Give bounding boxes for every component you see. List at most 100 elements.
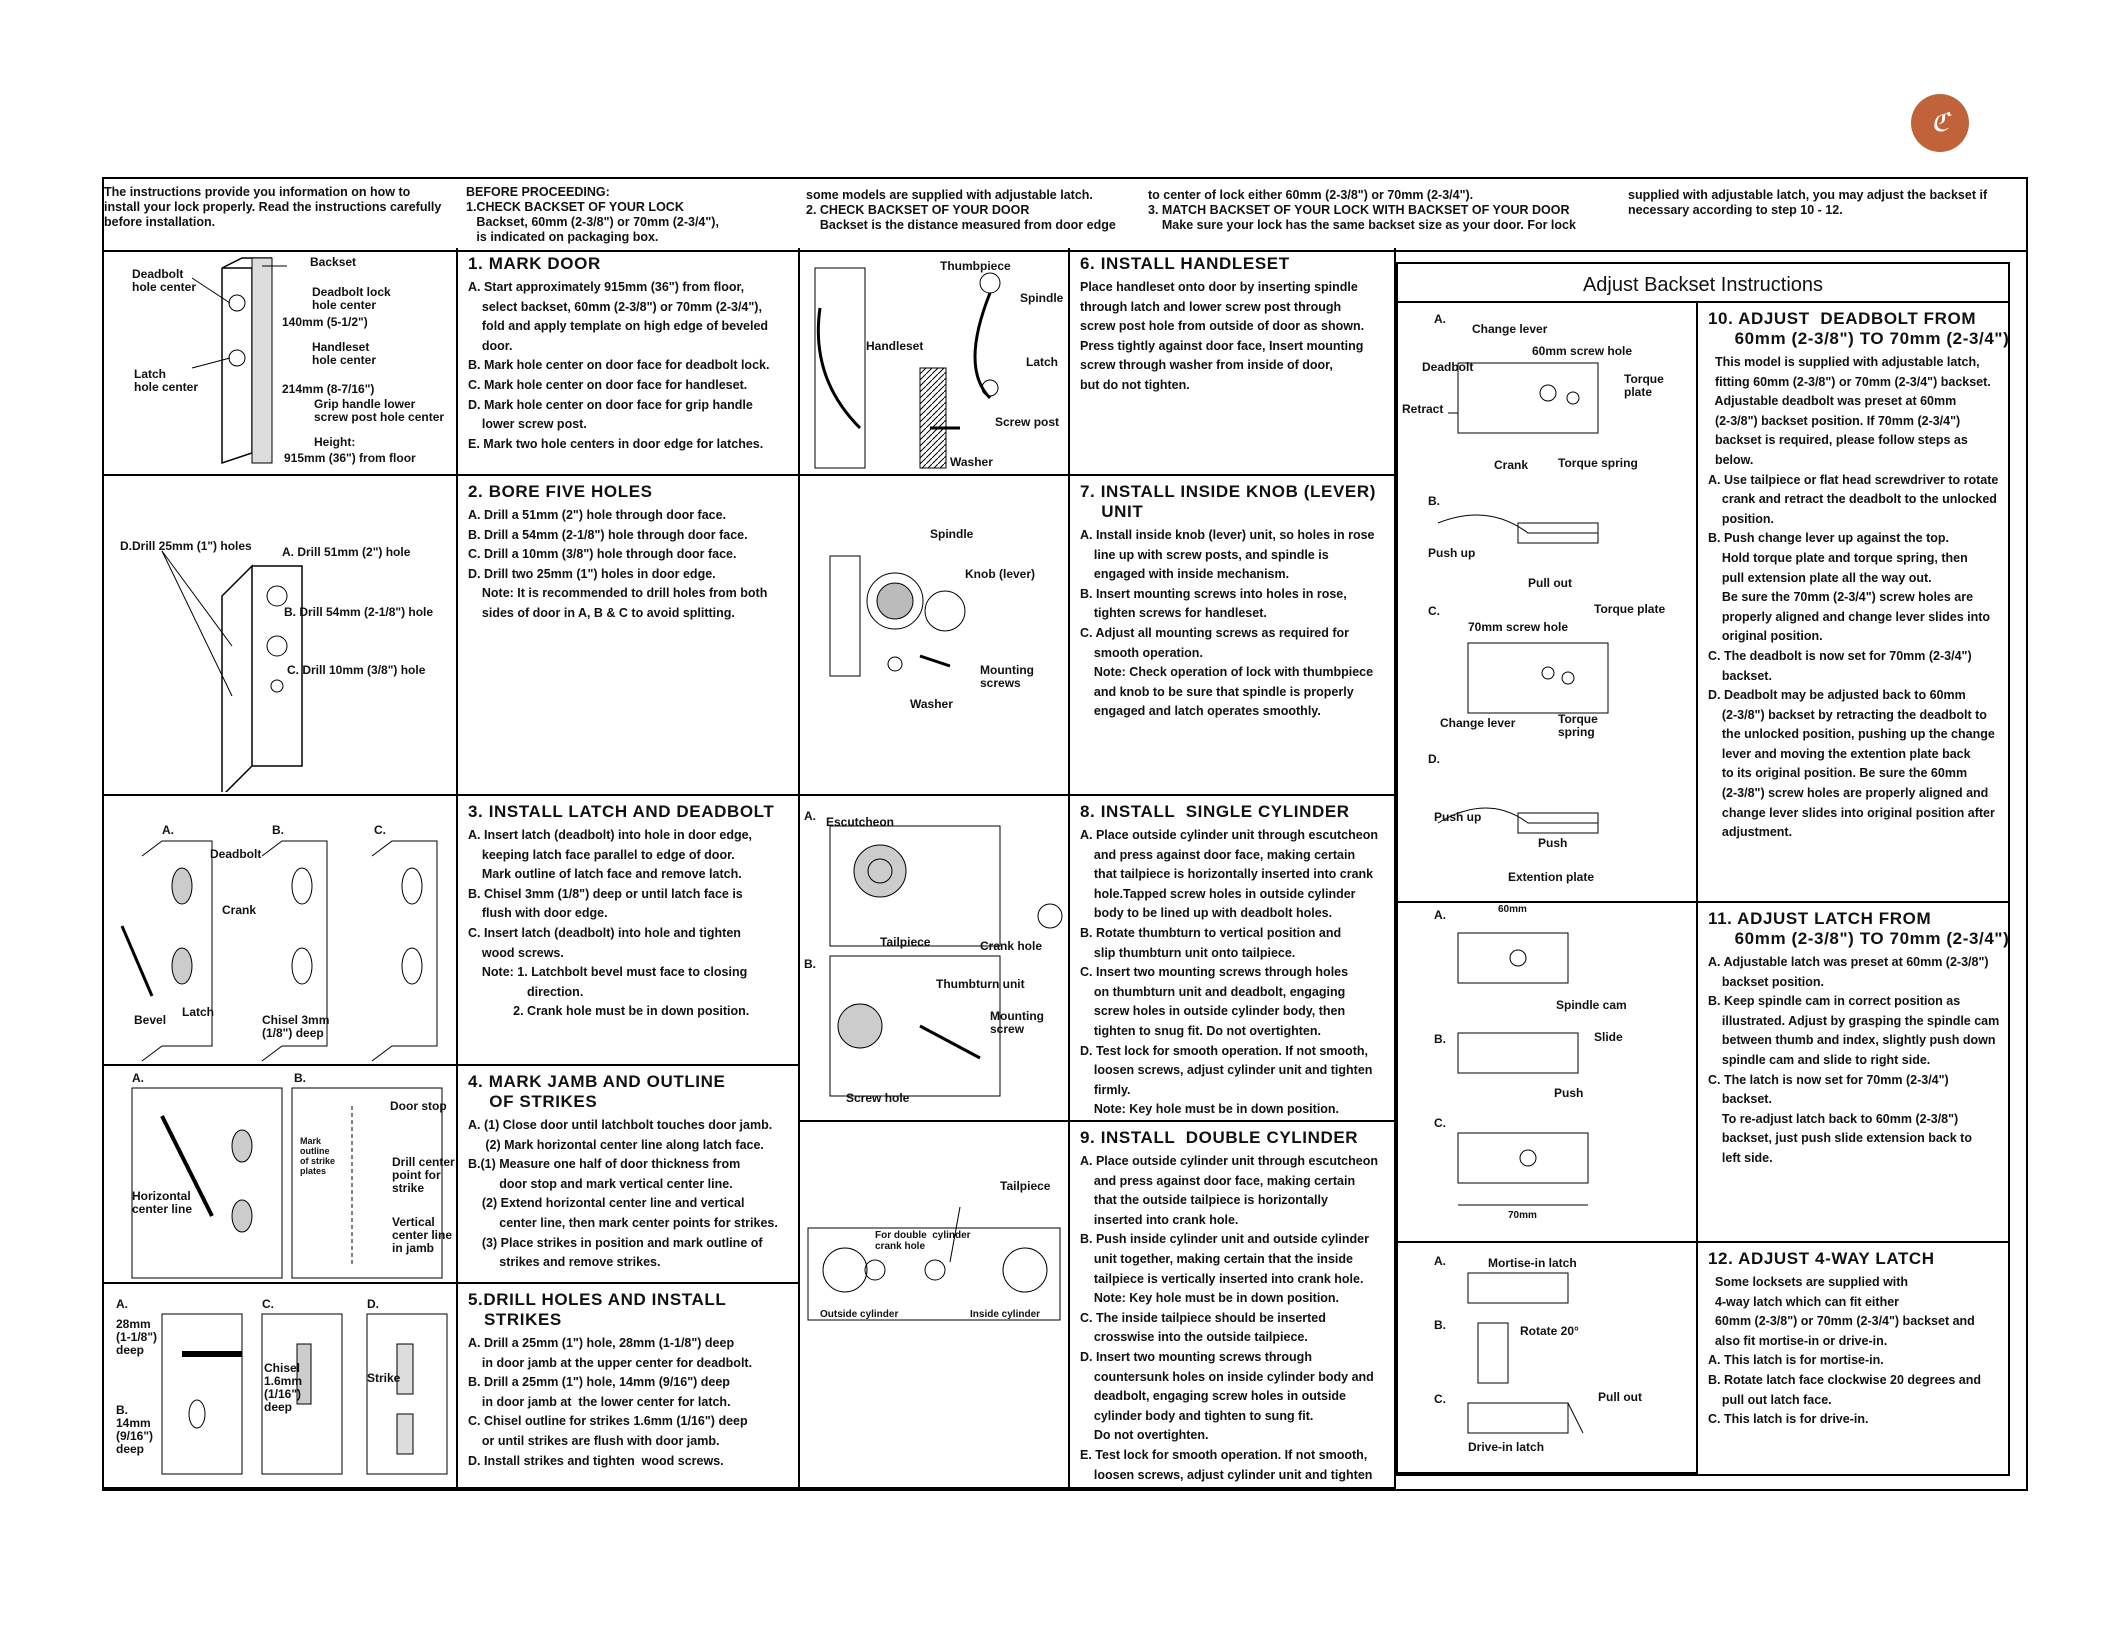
text-line: screw through washer from inside of door…	[1080, 358, 1333, 373]
step-title: 12. ADJUST 4-WAY LATCH	[1708, 1249, 2002, 1269]
label: Screw post	[995, 415, 1060, 429]
label: A.	[116, 1297, 128, 1311]
label: C.	[262, 1297, 274, 1311]
label: Backset	[310, 255, 357, 269]
text-line: A. Drill a 51mm (2") hole through door f…	[468, 508, 727, 522]
text-line: (2-3/8") backset by retracting the deadb…	[1708, 707, 1987, 722]
label: Mounting screws	[980, 663, 1034, 690]
text-line: Adjustable deadbolt was preset at 60mm	[1708, 394, 1957, 409]
text-line: lower screw post.	[468, 417, 587, 432]
text-line: and press against door face, making cert…	[1080, 1173, 1356, 1188]
text-line: 3. MATCH BACKSET OF YOUR LOCK WITH BACKS…	[1148, 203, 1570, 217]
text-line: 3. INSTALL LATCH AND DEADBOLT	[468, 802, 775, 821]
text-line: A. Install inside knob (lever) unit, so …	[1080, 528, 1375, 542]
text-line: D. Drill two 25mm (1") holes in door edg…	[468, 566, 716, 581]
text-line: Backset is the distance measured from do…	[806, 218, 1116, 232]
label: Chisel 1.6mm (1/16") deep	[264, 1361, 303, 1414]
text-line: The instructions provide you information…	[104, 185, 411, 199]
label: Deadbolt hole center	[132, 267, 197, 294]
label: Handleset	[866, 339, 924, 353]
text-line: is indicated on packaging box.	[466, 230, 659, 244]
text-line: Do not overtighten.	[1080, 1428, 1209, 1443]
handleset-diagram	[814, 267, 1001, 469]
label: 70mm	[1508, 1210, 1537, 1221]
text-line: STRIKES	[468, 1310, 562, 1329]
text-line: door stop and mark vertical center line.	[468, 1176, 733, 1191]
label: B.	[804, 957, 816, 971]
text-line: D. Install strikes and tighten wood scre…	[468, 1453, 724, 1468]
strike-diagram	[161, 1313, 448, 1475]
label: Mortise-in latch	[1488, 1256, 1577, 1270]
step-body: A. Place outside cylinder unit through e…	[1080, 1152, 1388, 1487]
text-line: B. Drill a 25mm (1") hole, 14mm (9/16") …	[468, 1375, 730, 1390]
text-line: change lever slides into original positi…	[1708, 805, 1995, 820]
text-line: line up with screw posts, and spindle is	[1080, 547, 1329, 562]
text-line: C. Chisel outline for strikes 1.6mm (1/1…	[468, 1414, 748, 1429]
text-line: screw holes in outside cylinder body, th…	[1080, 1004, 1346, 1019]
text-line: smooth operation.	[1080, 645, 1203, 660]
step-title: 7. INSTALL INSIDE KNOB (LEVER) UNIT	[1080, 482, 1388, 522]
label: Slide	[1594, 1030, 1623, 1044]
text-line: C. Insert latch (deadbolt) into hole and…	[468, 925, 741, 940]
text-line: C. The latch is now set for 70mm (2-3/4"…	[1708, 1072, 1949, 1087]
label: Tailpiece	[880, 935, 931, 949]
text-line: C. Adjust all mounting screws as require…	[1080, 625, 1350, 640]
text-line: Place handleset onto door by inserting s…	[1080, 280, 1358, 294]
4way-latch-diagram	[1467, 1272, 1584, 1434]
text-line: A. Place outside cylinder unit through e…	[1080, 828, 1378, 842]
text-line: crosswise into the outside tailpiece.	[1080, 1330, 1308, 1345]
text-line: but do not tighten.	[1080, 377, 1190, 392]
step-body: A. Insert latch (deadbolt) into hole in …	[468, 826, 792, 1022]
text-line: countersunk holes on inside cylinder bod…	[1080, 1369, 1374, 1384]
step-body: This model is supplied with adjustable l…	[1708, 353, 2002, 843]
text-line: tighten screws for handleset.	[1080, 606, 1267, 621]
label: Deadbolt lock hole center	[312, 285, 391, 312]
text-line: E. Mark two hole centers in door edge fo…	[468, 436, 764, 451]
label: Deadbolt	[210, 847, 262, 861]
label: A.	[132, 1071, 144, 1085]
step-title: 10. ADJUST DEADBOLT FROM 60mm (2-3/8") T…	[1708, 309, 2008, 349]
diagram-double-cylinder: Tailpiece For double cylinder crank hole…	[800, 1122, 1070, 1489]
text-line: hole.Tapped screw holes in outside cylin…	[1080, 886, 1356, 901]
label: B.	[294, 1071, 306, 1085]
text-line: door.	[468, 338, 513, 353]
step-body: A. (1) Close door until latchbolt touche…	[468, 1116, 792, 1273]
label: Drive-in latch	[1468, 1440, 1545, 1454]
text-line: also fit mortise-in or drive-in.	[1708, 1333, 1888, 1348]
label: Door stop	[390, 1099, 447, 1113]
text-line: C. The deadbolt is now set for 70mm (2-3…	[1708, 648, 1972, 663]
text-line: Note: It is recommended to drill holes f…	[468, 586, 768, 601]
text-line: C. Insert two mounting screws through ho…	[1080, 965, 1349, 980]
text-line: fold and apply template on high edge of …	[468, 319, 769, 334]
diagram-adjust-deadbolt: A. Change lever 60mm screw hole Deadbolt…	[1398, 303, 1698, 903]
text-line: below.	[1708, 452, 1754, 467]
step-body: A. Install inside knob (lever) unit, so …	[1080, 526, 1388, 722]
label: Push	[1554, 1086, 1584, 1100]
step-body: Place handleset onto door by inserting s…	[1080, 278, 1388, 396]
label: C.	[1428, 604, 1440, 618]
text-line: or until strikes are flush with door jam…	[468, 1433, 720, 1448]
text-line: backset.	[1708, 668, 1772, 683]
text-line: some models are supplied with adjustable…	[806, 188, 1093, 202]
label: C.	[1434, 1392, 1446, 1406]
label: A.	[1434, 908, 1446, 922]
label: Handleset hole center	[312, 340, 377, 367]
label: Latch	[182, 1005, 215, 1019]
step-title: 11. ADJUST LATCH FROM 60mm (2-3/8") TO 7…	[1708, 909, 2008, 949]
text-line: A. Use tailpiece or flat head screwdrive…	[1708, 472, 1999, 487]
step-body: A. Adjustable latch was preset at 60mm (…	[1708, 953, 2002, 1169]
text-line: 11. ADJUST LATCH FROM	[1708, 909, 1932, 928]
text-line: pull out latch face.	[1708, 1392, 1832, 1407]
text-line: before installation.	[104, 215, 216, 229]
text-line: (2) Extend horizontal center line and ve…	[468, 1196, 745, 1211]
knob-diagram	[829, 555, 966, 677]
text-line: that the outside tailpiece is horizontal…	[1080, 1193, 1328, 1208]
intro-col-5: supplied with adjustable latch, you may …	[1628, 188, 2018, 218]
text-line: This model is supplied with adjustable l…	[1708, 355, 1980, 369]
text-line: A. Place outside cylinder unit through e…	[1080, 1154, 1378, 1168]
diagram-knob: Spindle Knob (lever) Mounting screws Was…	[800, 476, 1070, 796]
label: A.	[162, 823, 174, 837]
step-body: A. Start approximately 915mm (36") from …	[468, 278, 792, 454]
